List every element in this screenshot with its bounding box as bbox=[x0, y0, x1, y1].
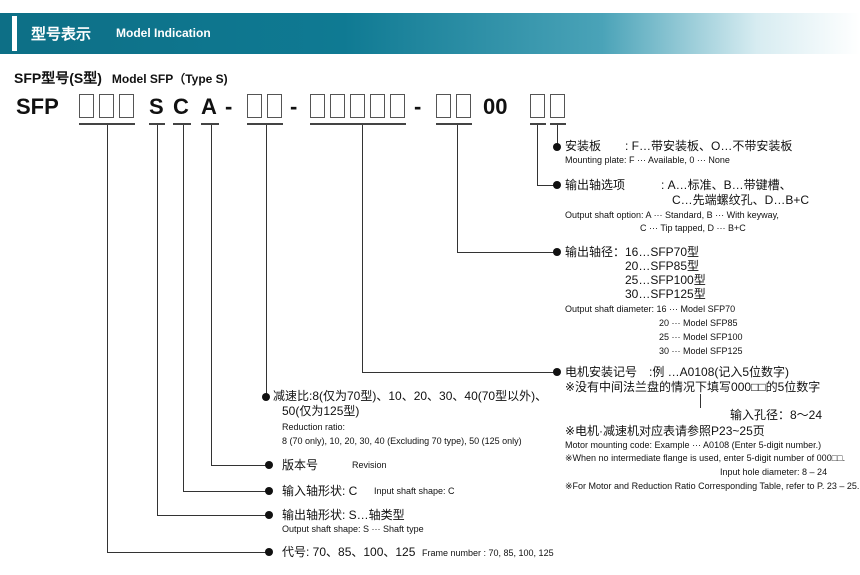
output-shaft-diameter-en: Output shaft diameter: 16 ··· Model SFP7… bbox=[565, 304, 736, 314]
code-box bbox=[267, 94, 282, 118]
output-shaft-diameter-zh: 25…SFP100型 bbox=[625, 273, 706, 287]
code-box bbox=[330, 94, 345, 118]
output-shaft-option-en-1: Output shaft option: A ··· Standard, B ·… bbox=[565, 210, 779, 220]
code-box bbox=[247, 94, 262, 118]
model-subtitle-en: Model SFP（Type S) bbox=[111, 72, 228, 86]
leader-line bbox=[183, 125, 184, 492]
code-underline bbox=[173, 123, 191, 125]
reduction-ratio-zh-2: 50(仅为125型) bbox=[282, 404, 360, 418]
leader-line bbox=[157, 125, 158, 516]
header-title-en: Model Indication bbox=[116, 26, 211, 40]
code-dash: - bbox=[225, 94, 233, 119]
banner-accent-bar bbox=[12, 16, 17, 51]
output-shaft-diameter-en: 25 ··· Model SFP100 bbox=[659, 332, 743, 342]
code-box bbox=[390, 94, 405, 118]
reduction-ratio-en-2: 8 (70 only), 10, 20, 30, 40 (Excluding 7… bbox=[282, 436, 522, 446]
motor-mounting-zh-2: ※没有中间法兰盘的情况下填写000□□的5位数字 bbox=[565, 380, 821, 394]
code-box bbox=[370, 94, 385, 118]
code-letter-s: S bbox=[149, 94, 164, 119]
code-underline bbox=[247, 123, 283, 125]
header-banner: 型号表示 Model Indication bbox=[0, 13, 860, 54]
motor-mounting-zh-1: 电机安装记号 :例 …A0108(记入5位数字) bbox=[565, 365, 790, 379]
input-shaft-shape-zh: 输入轴形状: C bbox=[282, 484, 358, 498]
output-shaft-shape-zh: 输出轴形状: S…轴类型 bbox=[282, 508, 405, 522]
revision-en: Revision bbox=[352, 460, 387, 470]
code-box bbox=[350, 94, 365, 118]
input-shaft-shape-en: Input shaft shape: C bbox=[374, 486, 455, 496]
output-shaft-diameter-zh: 输出轴径：16…SFP70型 bbox=[565, 245, 700, 259]
model-subtitle: SFP型号(S型) Model SFP（Type S) bbox=[14, 68, 228, 88]
leader-line bbox=[211, 465, 267, 466]
leader-line bbox=[266, 125, 267, 397]
header-title-zh: 型号表示 bbox=[31, 26, 92, 43]
mounting-plate-zh: 安装板 : F…带安装板、O…不带安装板 bbox=[565, 139, 793, 153]
leader-line bbox=[537, 185, 555, 186]
output-shaft-option-en-2: C ··· Tip tapped, D ··· B+C bbox=[640, 223, 746, 233]
output-shaft-diameter-en: 20 ··· Model SFP85 bbox=[659, 318, 738, 328]
output-shaft-diameter-zh: 20…SFP85型 bbox=[625, 259, 700, 273]
output-shaft-option-zh-1: 输出轴选项 : A…标准、B…带键槽、 bbox=[565, 178, 792, 192]
bullet-dot bbox=[265, 461, 273, 469]
code-box bbox=[99, 94, 114, 118]
leader-line bbox=[457, 252, 555, 253]
bullet-dot bbox=[553, 248, 561, 256]
output-shaft-shape-en: Output shaft shape: S ··· Shaft type bbox=[282, 524, 424, 534]
code-prefix: SFP bbox=[16, 94, 59, 119]
motor-mounting-zh-4: ※电机·减速机对应表请参照P23~25页 bbox=[565, 424, 765, 438]
leader-line bbox=[107, 125, 108, 553]
leader-line bbox=[700, 394, 701, 408]
motor-mounting-en-2: ※When no intermediate flange is used, en… bbox=[565, 453, 846, 463]
leader-line bbox=[557, 125, 558, 147]
bullet-dot bbox=[265, 487, 273, 495]
code-letter-a: A bbox=[201, 94, 217, 119]
code-underline bbox=[201, 123, 219, 125]
leader-line bbox=[457, 125, 458, 253]
reduction-ratio-zh-1: 减速比:8(仅为70型)、10、20、30、40(70型以外)、 bbox=[273, 389, 548, 403]
leader-line bbox=[157, 515, 267, 516]
bullet-dot bbox=[262, 393, 270, 401]
bullet-dot bbox=[553, 181, 561, 189]
code-box bbox=[119, 94, 134, 118]
leader-line bbox=[211, 125, 212, 466]
code-underline bbox=[550, 123, 566, 125]
frame-number-en: Frame number : 70, 85, 100, 125 bbox=[422, 548, 554, 558]
leader-line bbox=[537, 125, 538, 186]
code-box bbox=[436, 94, 451, 118]
motor-mounting-en-4: ※For Motor and Reduction Ratio Correspon… bbox=[565, 481, 860, 491]
code-dash: - bbox=[414, 94, 422, 119]
frame-number-zh: 代号: 70、85、100、125 bbox=[282, 545, 416, 559]
mounting-plate-en: Mounting plate: F ··· Available, 0 ··· N… bbox=[565, 155, 730, 165]
leader-line bbox=[183, 491, 267, 492]
bullet-dot bbox=[553, 143, 561, 151]
leader-line bbox=[362, 125, 363, 373]
code-letter-c: C bbox=[173, 94, 189, 119]
bullet-dot bbox=[265, 548, 273, 556]
code-underline bbox=[530, 123, 546, 125]
reduction-ratio-en-1: Reduction ratio: bbox=[282, 422, 346, 432]
bullet-dot bbox=[553, 368, 561, 376]
output-shaft-option-zh-2: C…先端螺纹孔、D…B+C bbox=[672, 193, 810, 207]
code-underline bbox=[79, 123, 135, 125]
output-shaft-diameter-en: 30 ··· Model SFP125 bbox=[659, 346, 743, 356]
code-underline bbox=[310, 123, 406, 125]
revision-zh: 版本号 bbox=[282, 458, 319, 472]
input-hole-diameter-zh: 输入孔径：8～24 bbox=[730, 408, 823, 422]
code-underline bbox=[149, 123, 165, 125]
leader-line bbox=[362, 372, 555, 373]
leader-line bbox=[107, 552, 267, 553]
code-box bbox=[310, 94, 325, 118]
code-box bbox=[79, 94, 94, 118]
code-box bbox=[456, 94, 471, 118]
input-hole-diameter-en: Input hole diameter: 8 – 24 bbox=[720, 467, 828, 477]
code-dash: - bbox=[290, 94, 298, 119]
motor-mounting-en-1: Motor mounting code: Example ··· A0108 (… bbox=[565, 440, 822, 450]
model-subtitle-zh: SFP型号(S型) bbox=[14, 70, 102, 86]
bullet-dot bbox=[265, 511, 273, 519]
code-zeros: 00 bbox=[483, 94, 508, 119]
output-shaft-diameter-zh: 30…SFP125型 bbox=[625, 287, 706, 301]
code-underline bbox=[436, 123, 472, 125]
code-box bbox=[550, 94, 565, 118]
code-box bbox=[530, 94, 545, 118]
